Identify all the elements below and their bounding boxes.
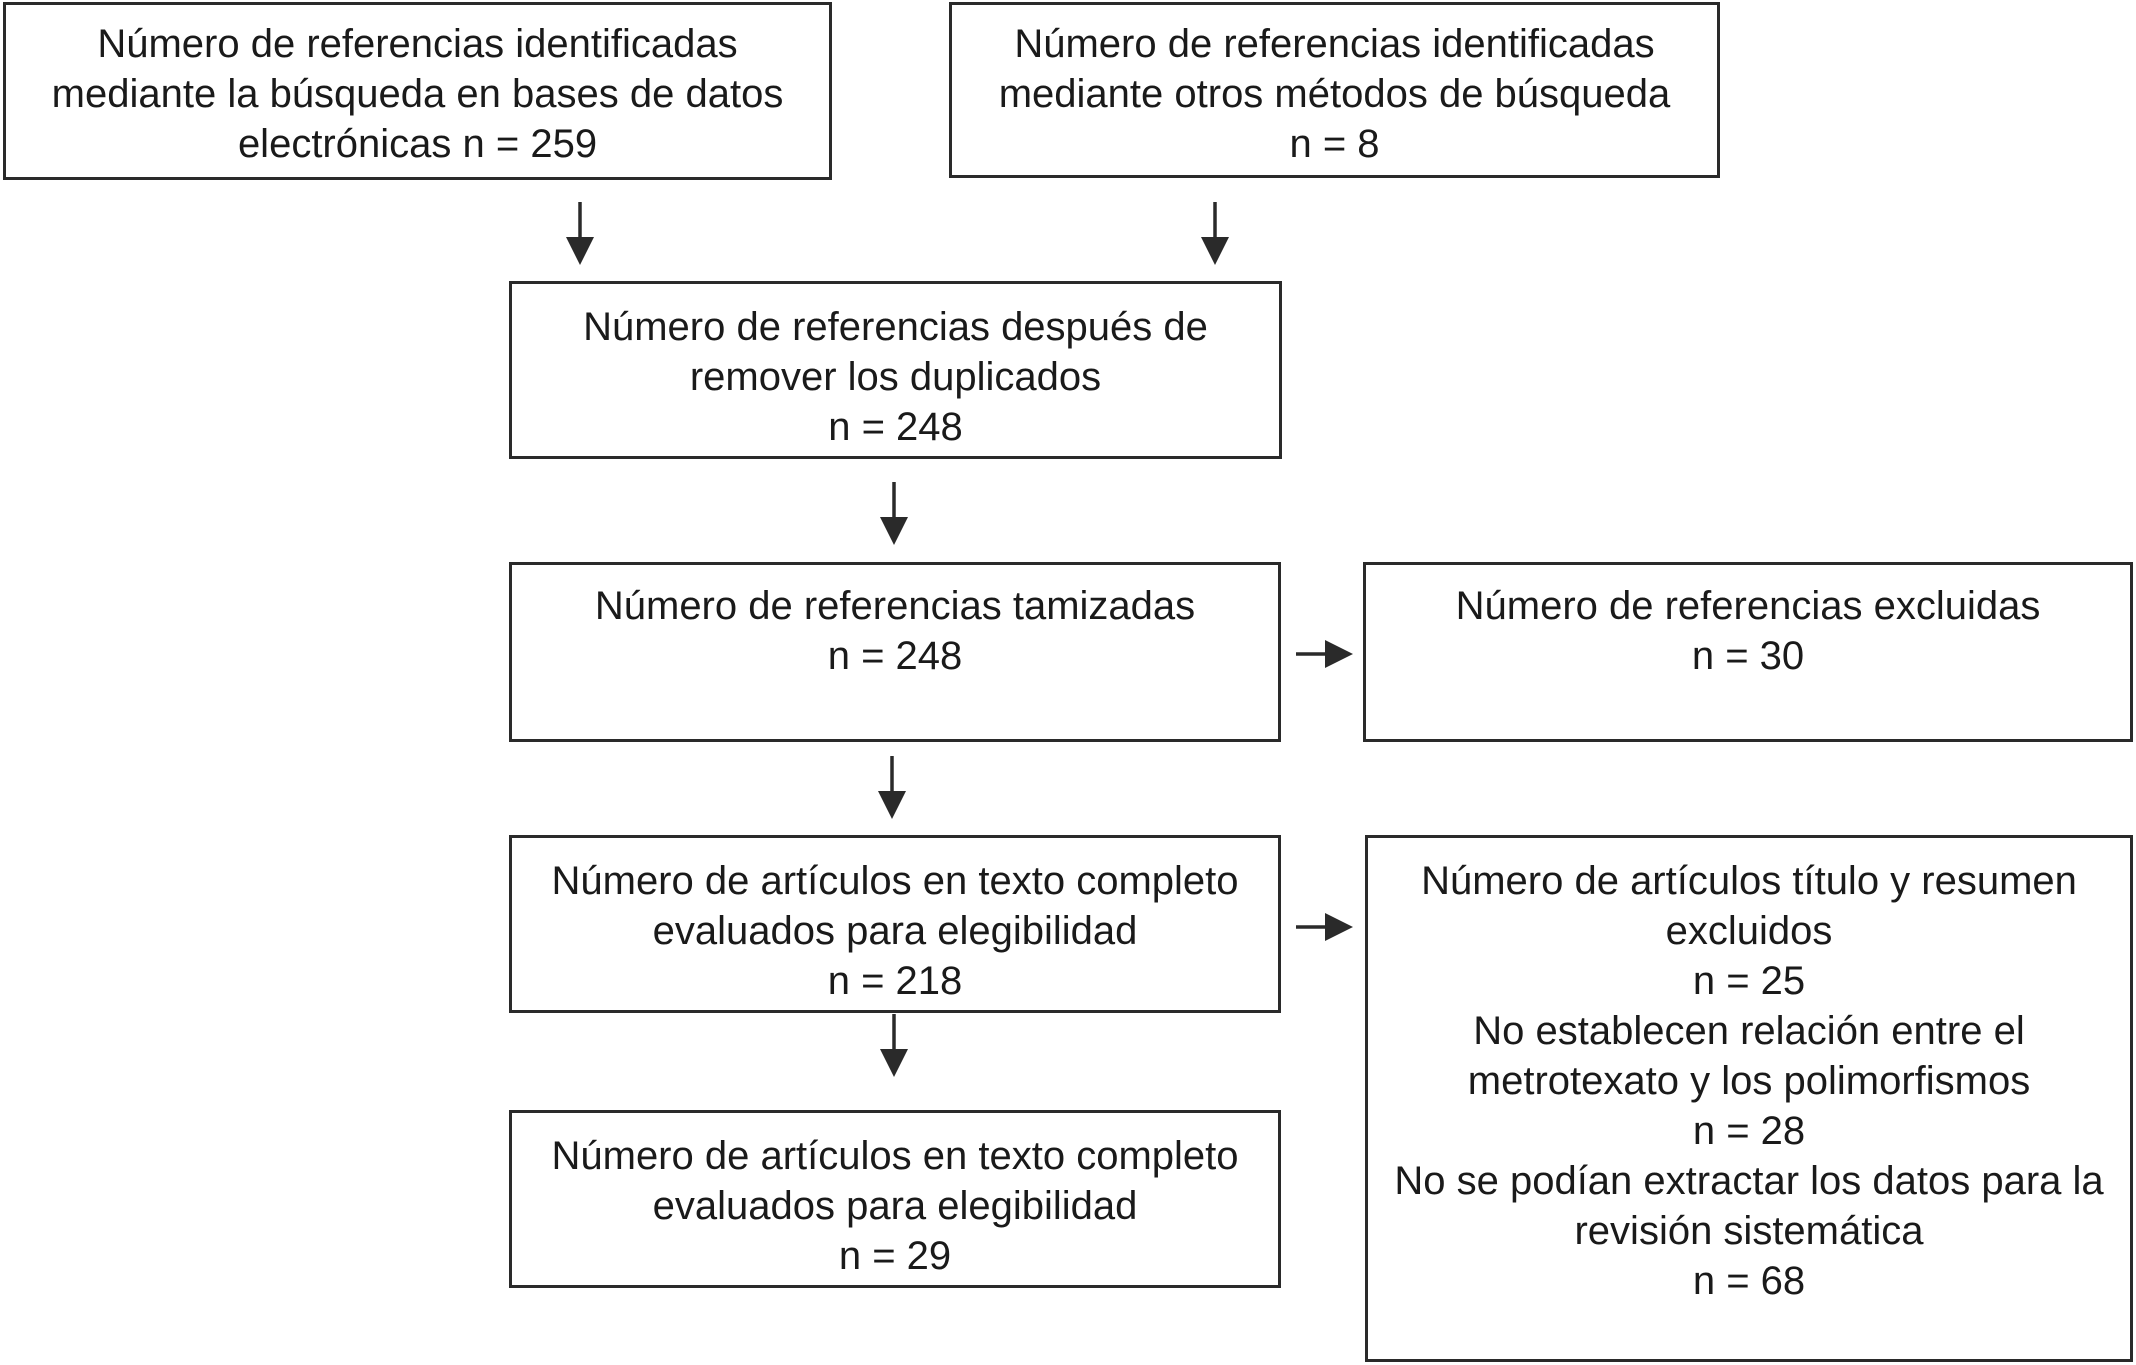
box-included: Número de artículos en texto completo ev… bbox=[509, 1110, 1281, 1288]
box-line: electrónicas n = 259 bbox=[237, 122, 598, 166]
box-line: n = 29 bbox=[838, 1234, 952, 1278]
box-after-duplicates: Número de referencias después de remover… bbox=[509, 281, 1282, 459]
box-line: n = 248 bbox=[827, 634, 963, 678]
box-line: mediante la búsqueda en bases de datos bbox=[51, 72, 784, 116]
box-fulltext-excluded: Número de artículos título y resumen exc… bbox=[1365, 835, 2133, 1362]
box-line: excluidos bbox=[1665, 909, 1833, 953]
box-fulltext-assessed: Número de artículos en texto completo ev… bbox=[509, 835, 1281, 1013]
box-line: Número de referencias identificadas bbox=[97, 22, 738, 66]
box-line: mediante otros métodos de búsqueda bbox=[998, 72, 1671, 116]
box-line: n = 30 bbox=[1691, 634, 1805, 678]
box-line: Número de artículos título y resumen bbox=[1421, 859, 2077, 903]
box-line: Número de referencias identificadas bbox=[1014, 22, 1655, 66]
box-line: Número de referencias excluidas bbox=[1455, 584, 2041, 628]
box-line: n = 25 bbox=[1692, 959, 1806, 1003]
box-line: No establecen relación entre el bbox=[1473, 1009, 2025, 1053]
box-line: n = 248 bbox=[828, 405, 963, 449]
box-screened: Número de referencias tamizadas n = 248 bbox=[509, 562, 1281, 742]
box-line: n = 218 bbox=[827, 959, 963, 1003]
box-line: Número de artículos en texto completo bbox=[551, 1134, 1239, 1178]
box-line: Número de artículos en texto completo bbox=[551, 859, 1239, 903]
box-line: metrotexato y los polimorfismos bbox=[1467, 1059, 2031, 1103]
box-line: Número de referencias tamizadas bbox=[594, 584, 1196, 628]
box-line: n = 28 bbox=[1692, 1109, 1806, 1153]
box-line: evaluados para elegibilidad bbox=[652, 1184, 1138, 1228]
box-line: No se podían extractar los datos para la bbox=[1394, 1159, 2104, 1203]
box-line: n = 8 bbox=[1289, 122, 1380, 166]
box-line: Número de referencias después de bbox=[583, 305, 1208, 349]
box-line: n = 68 bbox=[1692, 1259, 1806, 1303]
box-excluded: Número de referencias excluidas n = 30 bbox=[1363, 562, 2133, 742]
box-other-search: Número de referencias identificadas medi… bbox=[949, 2, 1720, 178]
box-line: evaluados para elegibilidad bbox=[652, 909, 1138, 953]
box-line: remover los duplicados bbox=[689, 355, 1102, 399]
box-line: revisión sistemática bbox=[1574, 1209, 1924, 1253]
box-database-search: Número de referencias identificadas medi… bbox=[3, 2, 832, 180]
